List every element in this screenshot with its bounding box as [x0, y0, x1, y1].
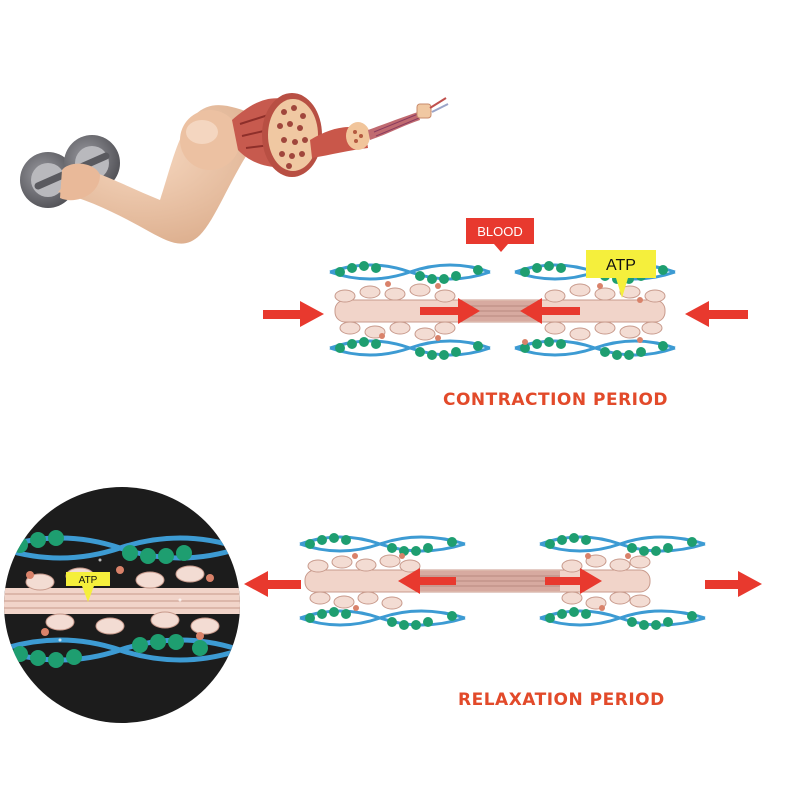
blood-callout: BLOOD: [466, 218, 534, 252]
zoom-inset: ATP: [4, 487, 240, 723]
myosin-filament: [304, 553, 651, 611]
atp-label: ATP: [606, 257, 636, 274]
relaxation-sarcomere: [244, 533, 762, 630]
arm-with-dumbbell-icon: [20, 93, 449, 244]
actin-beads: [305, 533, 697, 630]
arrow-icon: [545, 568, 602, 594]
myosin-filament: [334, 281, 666, 345]
atp-callout: ATP: [586, 250, 656, 298]
arrow-icon: [420, 298, 480, 324]
inset-atp-label: ATP: [79, 575, 98, 586]
arrow-icon: [685, 301, 748, 327]
blood-label: BLOOD: [477, 224, 523, 239]
arrow-icon: [263, 301, 324, 327]
contraction-sarcomere: BLOOD ATP: [263, 218, 748, 360]
relaxation-period-title: RELAXATION PERIOD: [458, 690, 665, 710]
arrow-icon: [244, 571, 301, 597]
arrow-icon: [520, 298, 580, 324]
contraction-period-title: CONTRACTION PERIOD: [443, 390, 669, 410]
arrow-icon: [398, 568, 456, 594]
arrow-icon: [705, 571, 762, 597]
